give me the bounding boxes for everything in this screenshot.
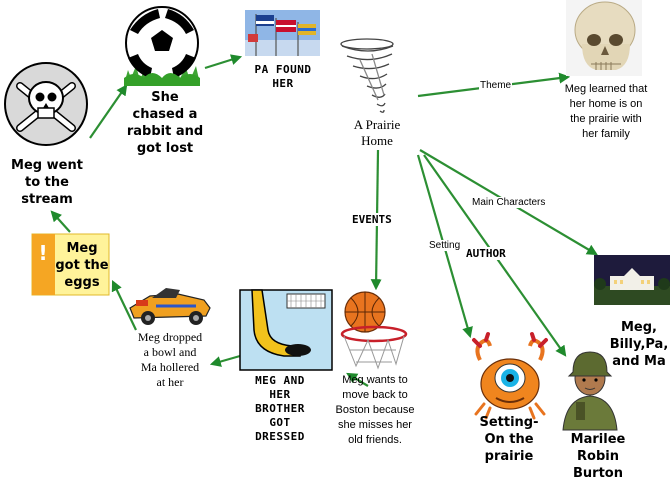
author-portrait-icon xyxy=(562,351,618,431)
edge-event4-event5 xyxy=(50,210,71,233)
theme-node: Meg learned that her home is on the prai… xyxy=(564,83,648,140)
edge-event5-event6 xyxy=(89,84,128,139)
basketball-icon xyxy=(340,291,408,370)
tornado-icon xyxy=(340,38,394,113)
crab-monster-icon xyxy=(472,332,548,420)
edge-event2-event3 xyxy=(209,354,241,367)
edge-label-events: EVENTS xyxy=(351,213,393,226)
soccer-ball-icon xyxy=(124,6,200,86)
race-car-icon xyxy=(129,288,211,325)
edge-event3-event4 xyxy=(111,280,137,331)
setting-node: Setting- On the prairie xyxy=(479,415,539,464)
flags-photo-icon xyxy=(245,10,320,56)
author-node: Marilee Robin Burton xyxy=(570,432,626,481)
characters-node: Meg, Billy,Pa, and Ma xyxy=(609,320,669,369)
edge-label-setting: Setting xyxy=(428,240,462,251)
edge-event1-event2 xyxy=(346,372,369,387)
white-house-photo-icon xyxy=(594,255,670,305)
center-topic: A Prairie Home xyxy=(353,117,401,148)
edge-label-author: AUTHOR xyxy=(465,247,507,260)
edge-label-theme: Theme xyxy=(479,80,513,91)
hockey-icon xyxy=(239,289,333,371)
sticky-note-icon: ! xyxy=(31,233,110,296)
event-node-3: Meg dropped a bowl and Ma hollered at he… xyxy=(137,330,203,389)
skull-crossbones-icon xyxy=(4,62,88,146)
edge-event6-event7 xyxy=(204,54,243,70)
event-node-2: MEG AND HER BROTHER GOT DRESSED xyxy=(255,374,305,443)
svg-text:!: ! xyxy=(38,241,47,265)
event-node-5: Meg went to the stream xyxy=(11,158,83,207)
skull-photo-icon xyxy=(566,0,642,76)
event-node-7: PA FOUND HER xyxy=(254,63,312,90)
event-node-1: Meg wants to move back to Boston because… xyxy=(335,374,415,446)
edge-label-main-characters: Main Characters xyxy=(471,197,547,208)
event-node-4: Meg got the eggs xyxy=(55,241,109,290)
event-node-6: She chased a rabbit and got lost xyxy=(126,90,204,156)
